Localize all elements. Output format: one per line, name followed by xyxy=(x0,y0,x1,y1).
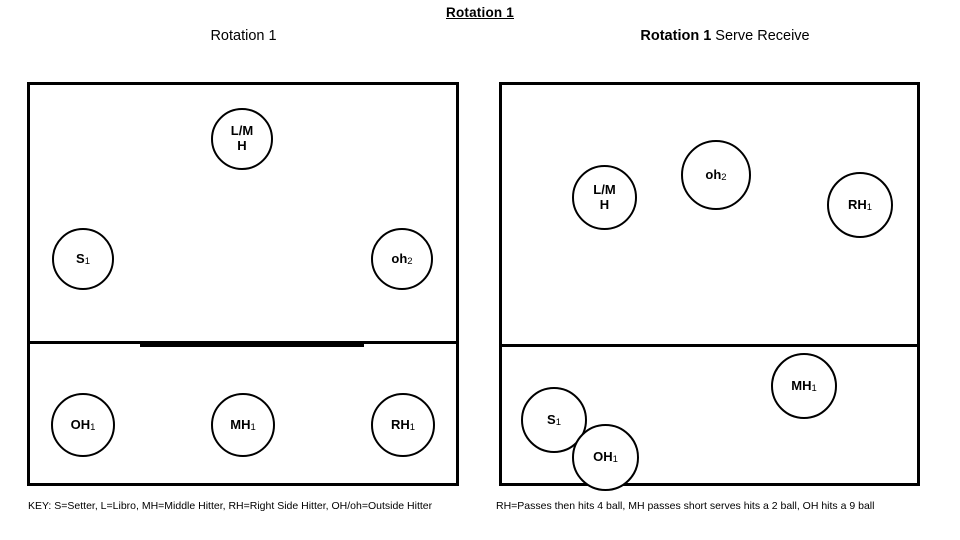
player-left-oh-2-label: oh2 xyxy=(391,250,413,267)
player-right-oh-2-label: oh2 xyxy=(705,166,727,183)
player-left-s-1[interactable]: S1 xyxy=(52,228,114,290)
player-left-s-1-label: S1 xyxy=(76,250,90,267)
player-right-rh-1-label: RH1 xyxy=(847,196,873,213)
player-left-oh-2[interactable]: oh2 xyxy=(371,228,433,290)
player-left-mh-1[interactable]: MH1 xyxy=(211,393,275,457)
player-left-oh-1[interactable]: OH1 xyxy=(51,393,115,457)
player-left-mh-1-label: MH1 xyxy=(230,416,256,433)
player-right-mh-1[interactable]: MH1 xyxy=(771,353,837,419)
player-right-mh-1-label: MH1 xyxy=(791,377,817,394)
serve-receive-strategy-text: RH=Passes then hits 4 ball, MH passes sh… xyxy=(496,500,875,512)
player-left-rh-1[interactable]: RH1 xyxy=(371,393,435,457)
page-title: Rotation 1 xyxy=(446,5,514,20)
attack-line-right xyxy=(499,344,920,347)
right-panel-title: Rotation 1 Serve Receive xyxy=(490,28,960,44)
player-right-s-1-label: S1 xyxy=(547,411,561,428)
attack-line-left-primary xyxy=(27,341,459,344)
player-left-rh-1-label: RH1 xyxy=(390,416,416,433)
right-panel-title-bold: Rotation 1 xyxy=(640,28,712,44)
attack-line-left-secondary xyxy=(140,344,364,347)
player-right-oh-1-label: OH1 xyxy=(593,449,618,466)
left-panel-title-text: Rotation 1 xyxy=(210,28,277,44)
right-panel-title-rest: Serve Receive xyxy=(711,28,810,44)
key-legend-text: KEY: S=Setter, L=Libro, MH=Middle Hitter… xyxy=(28,500,433,512)
player-left-oh-1-label: OH1 xyxy=(70,416,96,433)
player-right-rh-1[interactable]: RH1 xyxy=(827,172,893,238)
left-panel-title: Rotation 1 xyxy=(0,28,487,44)
player-right-oh-1[interactable]: OH1 xyxy=(572,424,639,491)
player-right-oh-2[interactable]: oh2 xyxy=(681,140,751,210)
